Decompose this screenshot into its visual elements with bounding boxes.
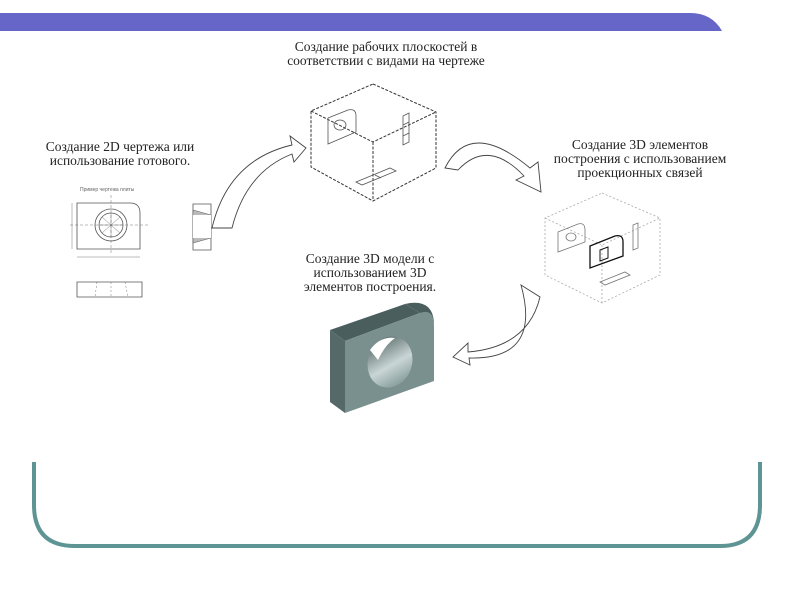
step-3d-model-caption: Создание 3D модели с использованием 3D э… [270,252,470,294]
caption-line: использование готового. [49,153,191,168]
arrow-3 [452,283,541,366]
construction-elements-cube [544,192,661,304]
caption-line: соответствии с видами на чертеже [287,53,485,68]
header-bar [0,13,722,31]
step-planes-caption: Создание рабочих плоскостей в соответств… [262,40,510,68]
caption-line: использованием 3D [313,265,427,280]
drawing-caption: Пример чертежа плиты [80,187,135,193]
3d-model [330,302,434,413]
step-3d-elements-caption: Создание 3D элементов построения с испол… [530,138,750,180]
work-planes-cube [310,83,437,202]
caption-line: построения с использованием [553,151,727,166]
caption-line: проекционных связей [577,165,703,180]
caption-line: Создание 2D чертежа или [45,139,195,154]
caption-line: Создание рабочих плоскостей в [294,39,478,54]
step-2d-caption: Создание 2D чертежа или использование го… [20,140,220,168]
2d-drawing [70,195,212,298]
arrow-1 [211,134,307,229]
bottom-frame [32,462,762,548]
caption-line: элементов построения. [303,279,437,294]
caption-line: Создание 3D элементов [571,137,709,152]
arrow-2 [444,142,542,193]
caption-line: Создание 3D модели с [305,251,435,266]
